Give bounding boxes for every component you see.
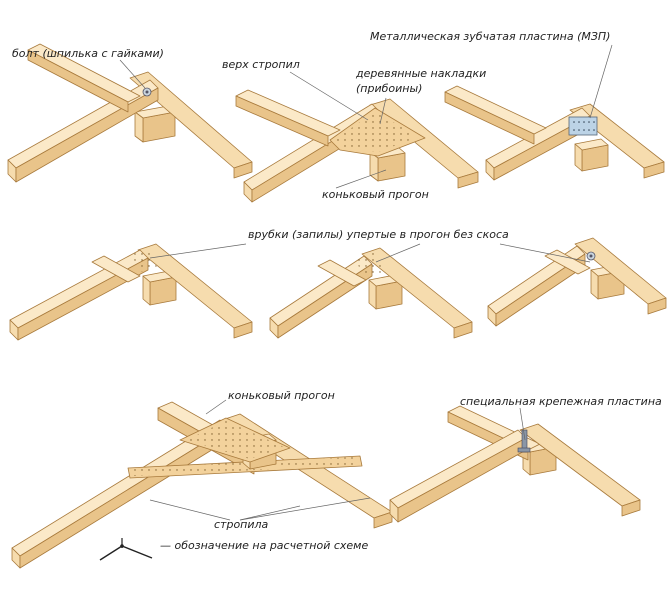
label-rafter-top: верх стропил: [222, 58, 300, 71]
wood-overlay-plate: [329, 107, 426, 157]
joint-metal-plate: [444, 85, 665, 181]
label-ridge-purlin-1: коньковый прогон: [322, 188, 429, 201]
leader-lines: [119, 44, 613, 521]
label-wood-overlays-2: (прибоины): [356, 82, 422, 95]
label-metal-plate: Металлическая зубчатая пластина (МЗП): [370, 30, 610, 43]
joint-wood-overlays: [235, 89, 479, 203]
special-plate-icon: [517, 429, 531, 453]
label-notches: врубки (запилы) упертые в прогон без ско…: [248, 228, 509, 241]
joint-special-plate: [389, 405, 641, 523]
metal-plate-icon: [568, 116, 598, 136]
legend-symbol-icon: [99, 538, 153, 561]
label-rafters: стропила: [214, 518, 269, 531]
bolt-icon: [586, 251, 596, 261]
label-special-plate: специальная крепежная пластина: [460, 395, 662, 408]
joint-notch-1: [9, 243, 253, 341]
joint-truss-with-overlays: [11, 401, 393, 569]
label-bolt: болт (шпилька с гайками): [12, 47, 164, 60]
joint-bolted: [7, 43, 253, 183]
label-ridge-purlin-2: коньковый прогон: [228, 389, 335, 402]
bolt-icon: [142, 87, 152, 97]
joint-notch-2: [269, 247, 473, 339]
label-wood-overlays-1: деревянные накладки: [355, 67, 486, 80]
label-legend: — обозначение на расчетной схеме: [160, 539, 368, 552]
joint-notch-3: [487, 237, 667, 327]
